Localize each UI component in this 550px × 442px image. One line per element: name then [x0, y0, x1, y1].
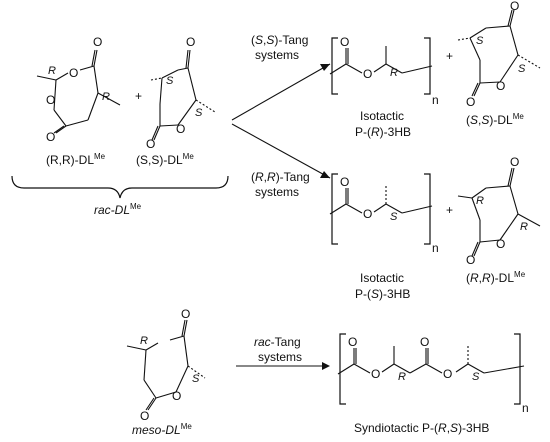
atom-o: O	[340, 35, 349, 49]
catalyst-bottom: rac-Tang	[254, 335, 301, 349]
top-polymer-type: Isotactic	[360, 109, 404, 123]
polymer-r-3hb: O O R n	[329, 35, 439, 107]
meso-dl-structure: O O O R S	[126, 307, 206, 423]
atom-o: O	[186, 35, 195, 49]
arrow-head	[322, 362, 330, 370]
rac-dl-label: rac-DLMe	[94, 202, 142, 217]
atom-o: O	[371, 367, 380, 381]
rr-dl-product: O O O R R	[457, 155, 541, 267]
ss-dl-structure: O O O S S	[146, 35, 216, 151]
bottom-polymer-name: Syndiotactic P-(R,S)-3HB	[354, 421, 489, 435]
repeat-n: n	[432, 93, 439, 107]
stereo-label: R	[398, 371, 406, 383]
atom-o: O	[176, 122, 185, 136]
atom-o: O	[443, 367, 452, 381]
stereo-label: R	[140, 335, 148, 347]
catalyst-middle-line2: systems	[255, 185, 299, 199]
ss-dl-product: O O O S S	[457, 0, 541, 109]
stereo-label: R	[520, 221, 528, 233]
stereo-label: S	[166, 75, 174, 87]
ss-dl-label: (S,S)-DLMe	[136, 152, 194, 167]
stereo-label: S	[195, 107, 203, 119]
arrow-head	[320, 171, 330, 178]
atom-o: O	[510, 0, 519, 13]
atom-o: O	[140, 409, 149, 423]
atom-o: O	[466, 253, 475, 267]
catalyst-bottom-line2: systems	[258, 350, 302, 364]
stereo-label: S	[472, 371, 480, 383]
plus-sign: +	[446, 203, 453, 217]
mid-polymer-name: P-(S)-3HB	[355, 287, 410, 301]
atom-o: O	[340, 175, 349, 189]
catalyst-top: (S,S)-Tang	[251, 33, 308, 47]
arrow-head	[320, 64, 330, 71]
atom-o: O	[181, 307, 190, 321]
atom-o: O	[466, 95, 475, 109]
atom-o: O	[363, 207, 372, 221]
repeat-n: n	[522, 401, 529, 415]
arrow-middle	[231, 123, 331, 179]
atom-o: O	[146, 137, 155, 151]
atom-o: O	[172, 389, 181, 403]
mid-monomer-label: (R,R)-DLMe	[466, 270, 526, 285]
atom-o: O	[420, 335, 429, 349]
stereo-label: S	[390, 211, 398, 223]
catalyst-middle: (R,R)-Tang	[251, 170, 310, 184]
stereo-label: S	[518, 63, 526, 75]
rr-dl-structure: O O O O R R	[36, 35, 121, 144]
atom-o: O	[93, 35, 102, 49]
stereo-label: R	[48, 65, 56, 77]
atom-o: O	[496, 79, 505, 93]
atom-o: O	[496, 237, 505, 251]
mid-polymer-type: Isotactic	[360, 271, 404, 285]
stereo-label: R	[102, 91, 110, 103]
rr-dl-label: (R,R)-DLMe	[46, 152, 106, 167]
stereo-label: R	[476, 195, 484, 207]
repeat-n: n	[432, 241, 439, 255]
atom-o: O	[510, 155, 519, 169]
rac-brace	[11, 175, 229, 199]
stereo-label: R	[390, 67, 398, 79]
plus-sign: +	[446, 49, 453, 63]
meso-dl-label: meso-DLMe	[132, 422, 192, 437]
plus-sign: +	[135, 89, 142, 103]
atom-o: O	[363, 67, 372, 81]
catalyst-top-line2: systems	[255, 48, 299, 62]
top-monomer-label: (S,S)-DLMe	[466, 112, 524, 127]
polymer-syndiotactic: O O O O R S n	[337, 333, 529, 415]
atom-o: O	[69, 66, 78, 80]
stereo-label: S	[192, 373, 200, 385]
polymer-s-3hb: O O S n	[329, 173, 439, 255]
arrow-top	[231, 63, 331, 121]
atom-o: O	[348, 335, 357, 349]
atom-o: O	[46, 93, 55, 107]
top-polymer-name: P-(R)-3HB	[355, 125, 411, 139]
stereo-label: S	[476, 35, 484, 47]
atom-o: O	[46, 130, 55, 144]
